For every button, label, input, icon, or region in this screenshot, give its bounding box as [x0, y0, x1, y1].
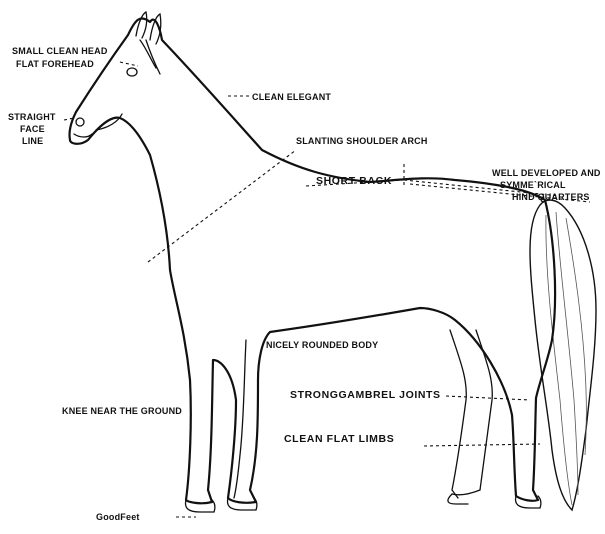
label-nicely-rounded-body: NICELY ROUNDED BODY — [266, 340, 378, 350]
horse-ear — [136, 12, 147, 38]
label-line: LINE — [22, 136, 43, 146]
label-strong-gambrel-joints: STRONGGAMBREL JOINTS — [290, 389, 441, 401]
horse-far-legs — [234, 330, 492, 504]
label-clean-flat-limbs: CLEAN FLAT LIMBS — [284, 433, 394, 445]
label-straight: STRAIGHT — [8, 112, 56, 122]
annotation-labels: SMALL CLEAN HEAD FLAT FOREHEAD STRAIGHT … — [8, 46, 601, 522]
label-clean-elegant: CLEAN ELEGANT — [252, 92, 331, 102]
label-knee-near-the-ground: KNEE NEAR THE GROUND — [62, 406, 182, 416]
label-small-clean-head: SMALL CLEAN HEAD — [12, 46, 108, 56]
horse-nostril — [76, 118, 84, 126]
label-symmetrical: SYMME`RICAL — [500, 180, 566, 190]
horse-mouth — [74, 134, 92, 137]
horse-tail — [530, 200, 596, 510]
label-face: FACE — [20, 124, 45, 134]
horse-eye — [127, 68, 137, 76]
label-hind-quarters: HIND QUARTERS — [512, 192, 590, 202]
label-well-developed-and: WELL DEVELOPED AND — [492, 168, 601, 178]
label-short-back: SHORT BACK — [316, 175, 392, 187]
label-good-feet: GoodFeet — [96, 512, 140, 522]
leader-lines — [64, 62, 590, 517]
horse-forelock — [140, 40, 160, 74]
label-slanting-shoulder-arch: SLANTING SHOULDER ARCH — [296, 136, 428, 146]
label-flat-forehead: FLAT FOREHEAD — [16, 59, 94, 69]
horse-hooves — [186, 496, 541, 512]
